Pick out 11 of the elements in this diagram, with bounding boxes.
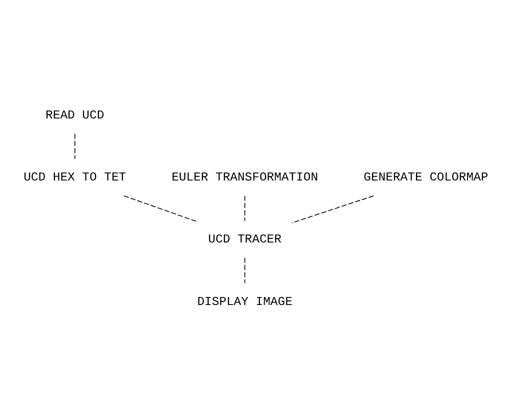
node-text: UCD HEX TO TET [24,170,126,185]
node-text: EULER TRANSFORMATION [172,170,318,185]
connector [124,195,198,222]
connector [74,133,76,160]
node-text: READ UCD [46,108,104,123]
node-text: UCD TRACER [208,232,282,247]
connector [244,195,246,222]
node-text: DISPLAY IMAGE [197,294,292,309]
connector [244,258,246,284]
connector [291,195,374,224]
node-text: GENERATE COLORMAP [364,170,488,185]
